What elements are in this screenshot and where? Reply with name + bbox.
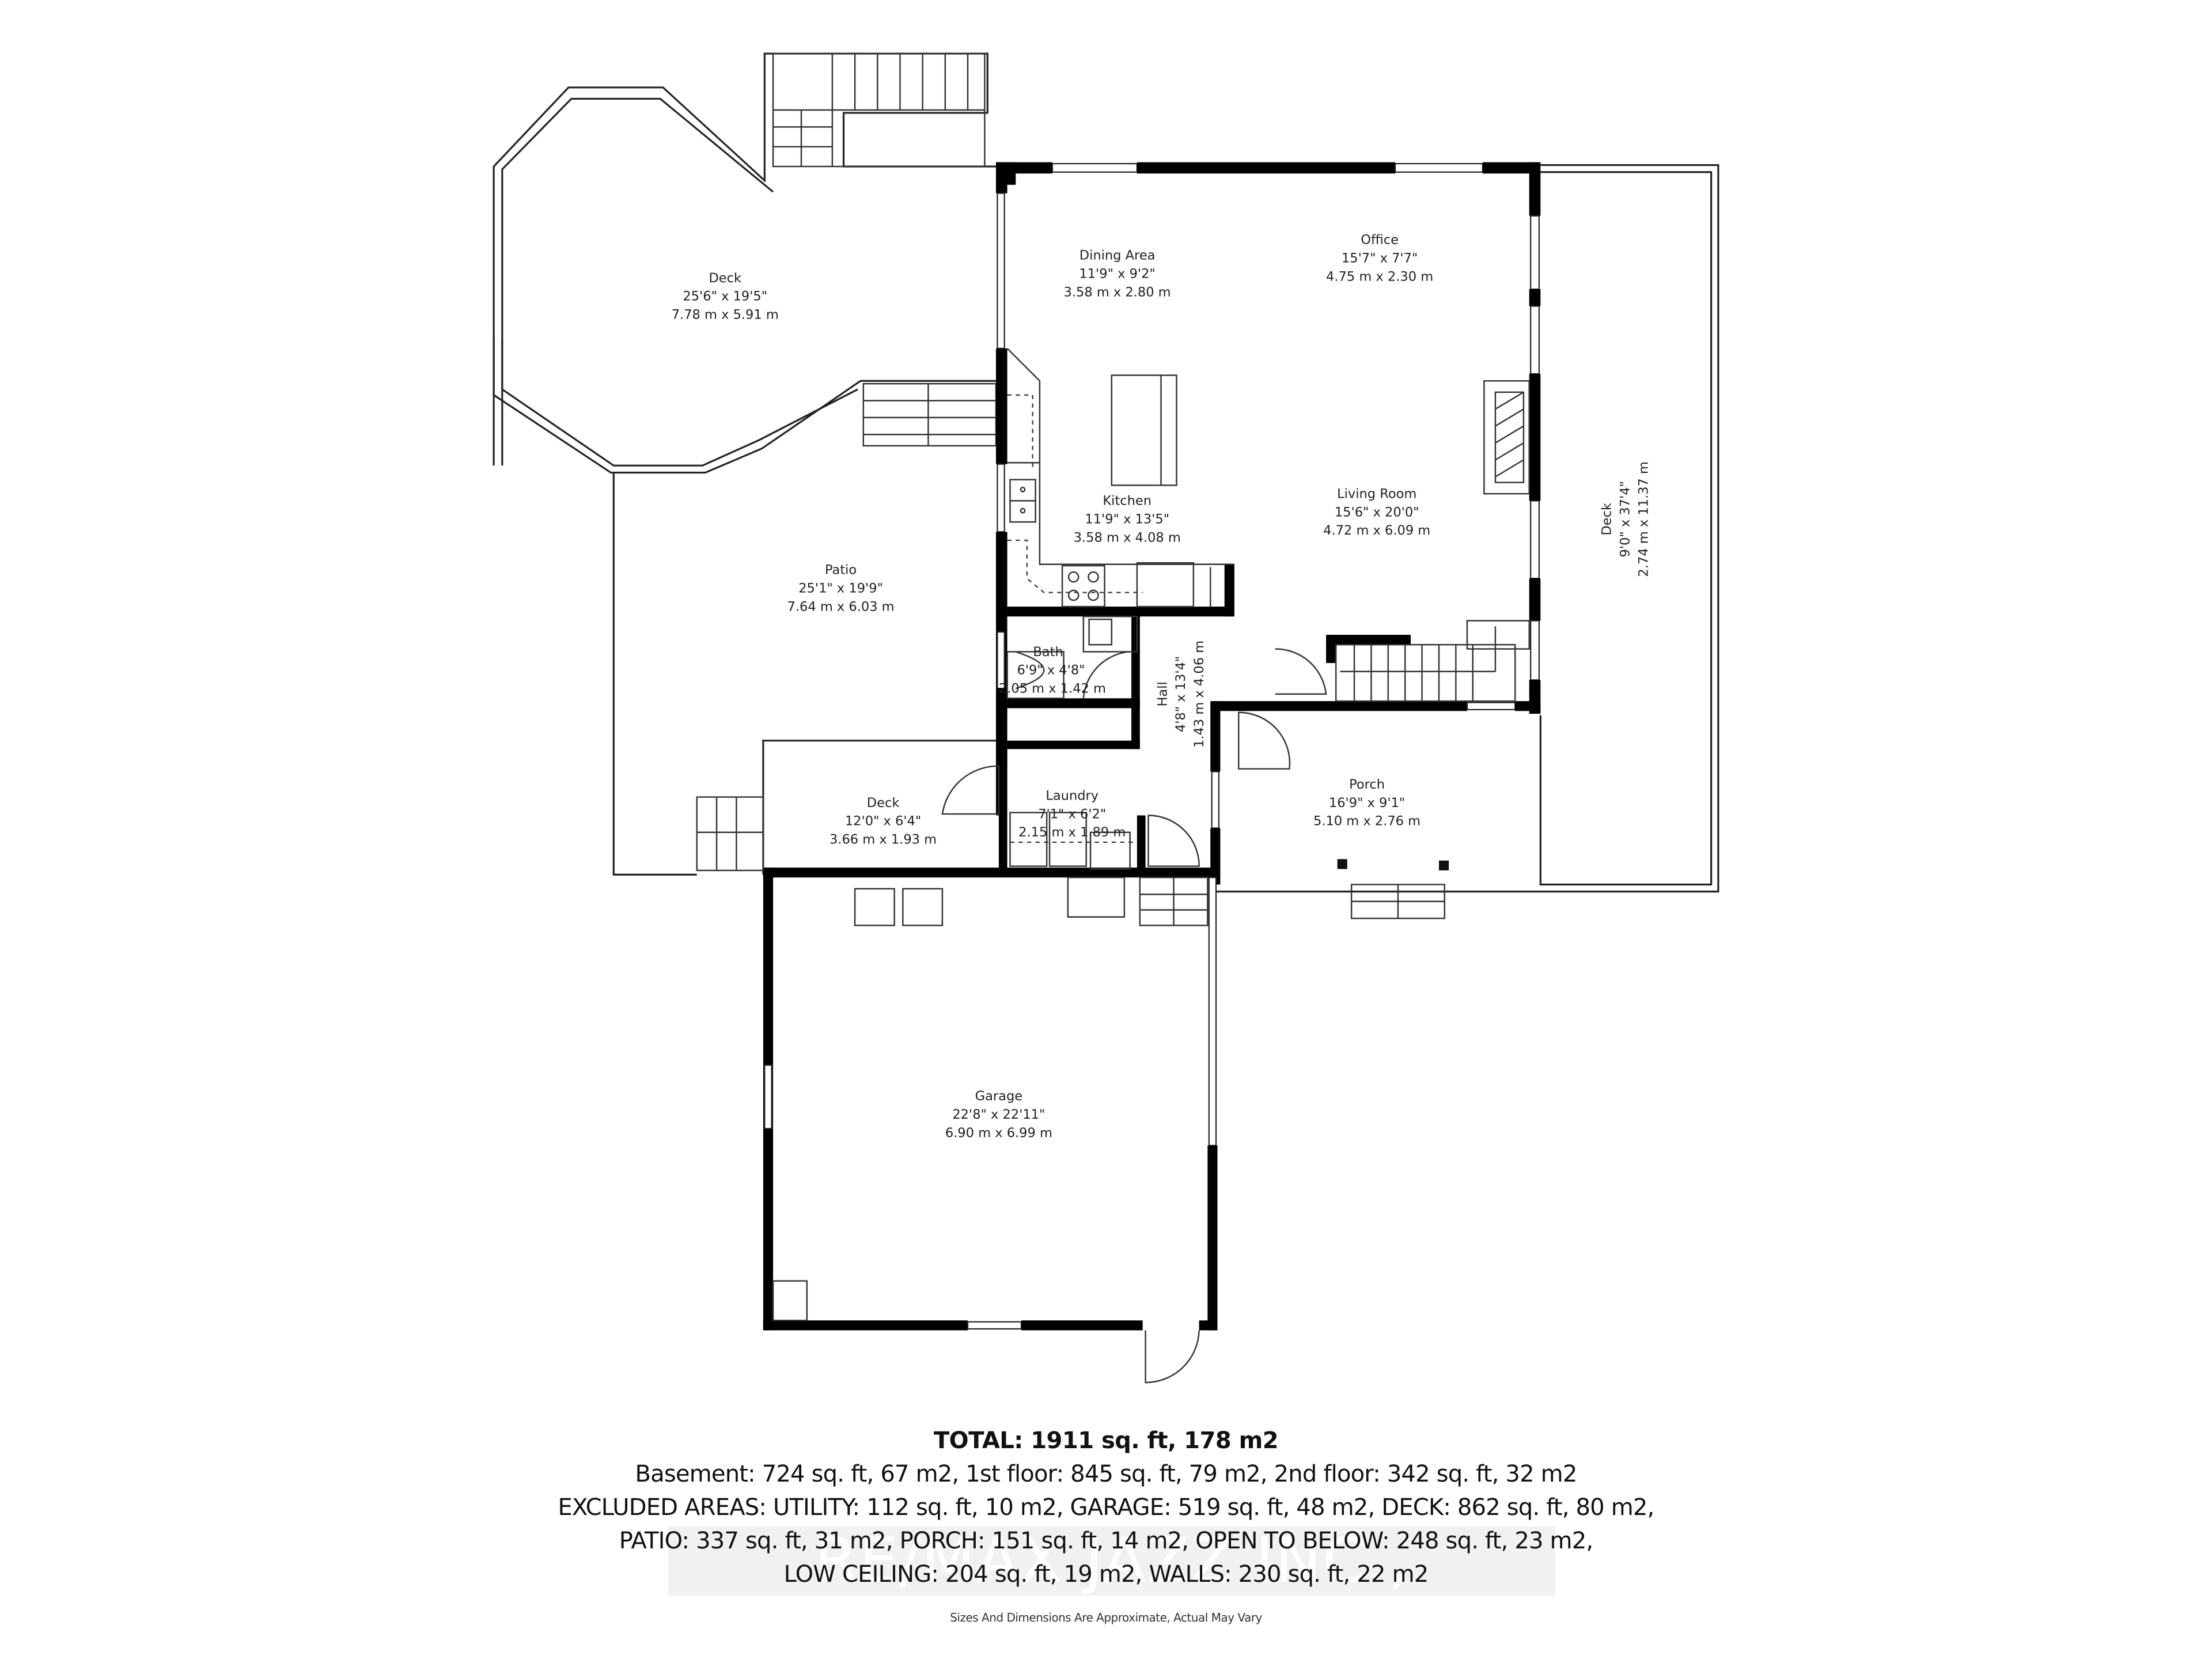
svg-text:4'8" x 13'4": 4'8" x 13'4": [1173, 656, 1188, 732]
excluded-areas-line-2: PATIO: 337 sq. ft, 31 m2, PORCH: 151 sq.…: [619, 1528, 1593, 1554]
svg-text:Living Room: Living Room: [1337, 486, 1416, 501]
deck-east-outline: [1216, 164, 1719, 893]
floor-areas-line: Basement: 724 sq. ft, 67 m2, 1st floor: …: [635, 1461, 1578, 1487]
room-label-office: Office 15'7" x 7'7" 4.75 m x 2.30 m: [1326, 233, 1433, 285]
svg-text:Hall: Hall: [1155, 681, 1170, 706]
kitchen-island-icon: [1111, 374, 1177, 486]
excluded-areas-line: EXCLUDED AREAS: UTILITY: 112 sq. ft, 10 …: [558, 1494, 1655, 1521]
svg-text:Deck: Deck: [867, 796, 900, 810]
room-label-porch: Porch 16'9" x 9'1" 5.10 m x 2.76 m: [1313, 777, 1421, 829]
washer-dryer-icon: [1009, 812, 1136, 870]
svg-text:11'9" x 9'2": 11'9" x 9'2": [1079, 266, 1155, 281]
stove-icon: [1061, 565, 1105, 608]
svg-text:Porch: Porch: [1349, 777, 1385, 792]
door-swing-icon: [1082, 651, 1129, 699]
deck-octagon-outline: [493, 52, 996, 474]
svg-text:3.58 m x 4.08 m: 3.58 m x 4.08 m: [1074, 530, 1181, 545]
room-label-deck-east: Deck 9'0" x 37'4" 2.74 m x 11.37 m: [1600, 461, 1652, 577]
svg-text:6'9" x 4'8": 6'9" x 4'8": [1017, 663, 1085, 678]
room-label-laundry: Laundry 7'1" x 6'2" 2.15 m x 1.89 m: [1018, 789, 1126, 840]
total-area: TOTAL: 1911 sq. ft, 178 m2: [933, 1427, 1279, 1454]
room-label-patio: Patio 25'1" x 19'9" 7.64 m x 6.03 m: [787, 563, 895, 615]
svg-text:2.74 m x 11.37 m: 2.74 m x 11.37 m: [1636, 461, 1651, 577]
stairs-icon: [696, 796, 764, 872]
svg-text:Office: Office: [1361, 233, 1399, 248]
porch-details: [1337, 859, 1449, 919]
exterior-walls: [763, 162, 1541, 1331]
room-label-garage: Garage 22'8" x 22'11" 6.90 m x 6.99 m: [945, 1089, 1052, 1141]
stairs-icon: [1139, 877, 1209, 926]
room-label-living: Living Room 15'6" x 20'0" 4.72 m x 6.09 …: [1323, 486, 1430, 538]
svg-text:7.64 m x 6.03 m: 7.64 m x 6.03 m: [787, 599, 895, 614]
door-swing-icon: [941, 711, 1291, 867]
svg-text:7.78 m x 5.91 m: 7.78 m x 5.91 m: [672, 307, 779, 322]
svg-text:1.43 m x 4.06 m: 1.43 m x 4.06 m: [1192, 641, 1207, 748]
door-swing-icon: [1145, 1330, 1200, 1384]
svg-text:Kitchen: Kitchen: [1103, 494, 1152, 509]
svg-text:11'9" x 13'5": 11'9" x 13'5": [1085, 512, 1169, 527]
svg-text:25'1" x 19'9": 25'1" x 19'9": [798, 581, 883, 596]
svg-text:25'6" x 19'5": 25'6" x 19'5": [683, 289, 767, 304]
garage-fixtures: [772, 877, 1126, 1321]
room-label-deck-octagon: Deck 25'6" x 19'5" 7.78 m x 5.91 m: [672, 271, 779, 323]
sink-icon: [1082, 615, 1138, 653]
bathtub-icon: [1006, 651, 1065, 699]
svg-text:15'7" x 7'7": 15'7" x 7'7": [1342, 251, 1418, 266]
stairs-icon: [862, 382, 997, 447]
svg-text:6.90 m x 6.99 m: 6.90 m x 6.99 m: [945, 1126, 1052, 1141]
svg-text:3.58 m x 2.80 m: 3.58 m x 2.80 m: [1064, 285, 1171, 300]
svg-text:12'0" x 6'4": 12'0" x 6'4": [845, 814, 921, 829]
svg-text:Patio: Patio: [825, 563, 857, 578]
kitchen-counter: [1006, 348, 1234, 608]
svg-text:5.10 m x 2.76 m: 5.10 m x 2.76 m: [1313, 814, 1421, 829]
fireplace-icon: [1483, 380, 1530, 495]
svg-text:Deck: Deck: [1600, 503, 1615, 536]
excluded-areas-line-3: LOW CEILING: 204 sq. ft, 19 m2, WALLS: 2…: [783, 1561, 1429, 1588]
svg-text:3.66 m x 1.93 m: 3.66 m x 1.93 m: [830, 832, 937, 847]
room-label-deck-small: Deck 12'0" x 6'4" 3.66 m x 1.93 m: [830, 796, 937, 847]
svg-text:Dining Area: Dining Area: [1080, 248, 1156, 263]
svg-text:Bath: Bath: [1033, 645, 1063, 660]
stairs-icon: [1335, 620, 1530, 702]
patio-outline: [612, 472, 996, 876]
svg-text:2.05 m x 1.42 m: 2.05 m x 1.42 m: [999, 681, 1106, 696]
brokerage-watermark: RE/MAX JAZZ INC., Brokerage: [668, 1527, 1555, 1596]
room-label-hall: Hall 4'8" x 13'4" 1.43 m x 4.06 m: [1155, 641, 1207, 748]
svg-text:4.75 m x 2.30 m: 4.75 m x 2.30 m: [1326, 269, 1433, 284]
disclaimer: Sizes And Dimensions Are Approximate, Ac…: [950, 1611, 1262, 1624]
room-label-kitchen: Kitchen 11'9" x 13'5" 3.58 m x 4.08 m: [1074, 494, 1181, 546]
svg-text:7'1" x 6'2": 7'1" x 6'2": [1038, 806, 1106, 821]
svg-text:22'8" x 22'11": 22'8" x 22'11": [952, 1107, 1045, 1122]
room-label-dining: Dining Area 11'9" x 9'2" 3.58 m x 2.80 m: [1064, 248, 1171, 300]
svg-text:4.72 m x 6.09 m: 4.72 m x 6.09 m: [1323, 523, 1430, 538]
stairs-icon: [772, 52, 986, 168]
svg-text:Deck: Deck: [709, 271, 741, 286]
svg-text:9'0" x 37'4": 9'0" x 37'4": [1618, 481, 1633, 557]
sink-icon: [1009, 479, 1036, 523]
room-label-bath: Bath 6'9" x 4'8" 2.05 m x 1.42 m: [999, 645, 1106, 696]
svg-text:Garage: Garage: [975, 1089, 1022, 1104]
svg-text:Laundry: Laundry: [1046, 789, 1099, 804]
svg-text:15'6" x 20'0": 15'6" x 20'0": [1335, 505, 1419, 520]
svg-text:2.15 m x 1.89 m: 2.15 m x 1.89 m: [1018, 825, 1126, 840]
svg-text:16'9" x 9'1": 16'9" x 9'1": [1329, 796, 1405, 810]
door-swing-icon: [1275, 648, 1327, 695]
